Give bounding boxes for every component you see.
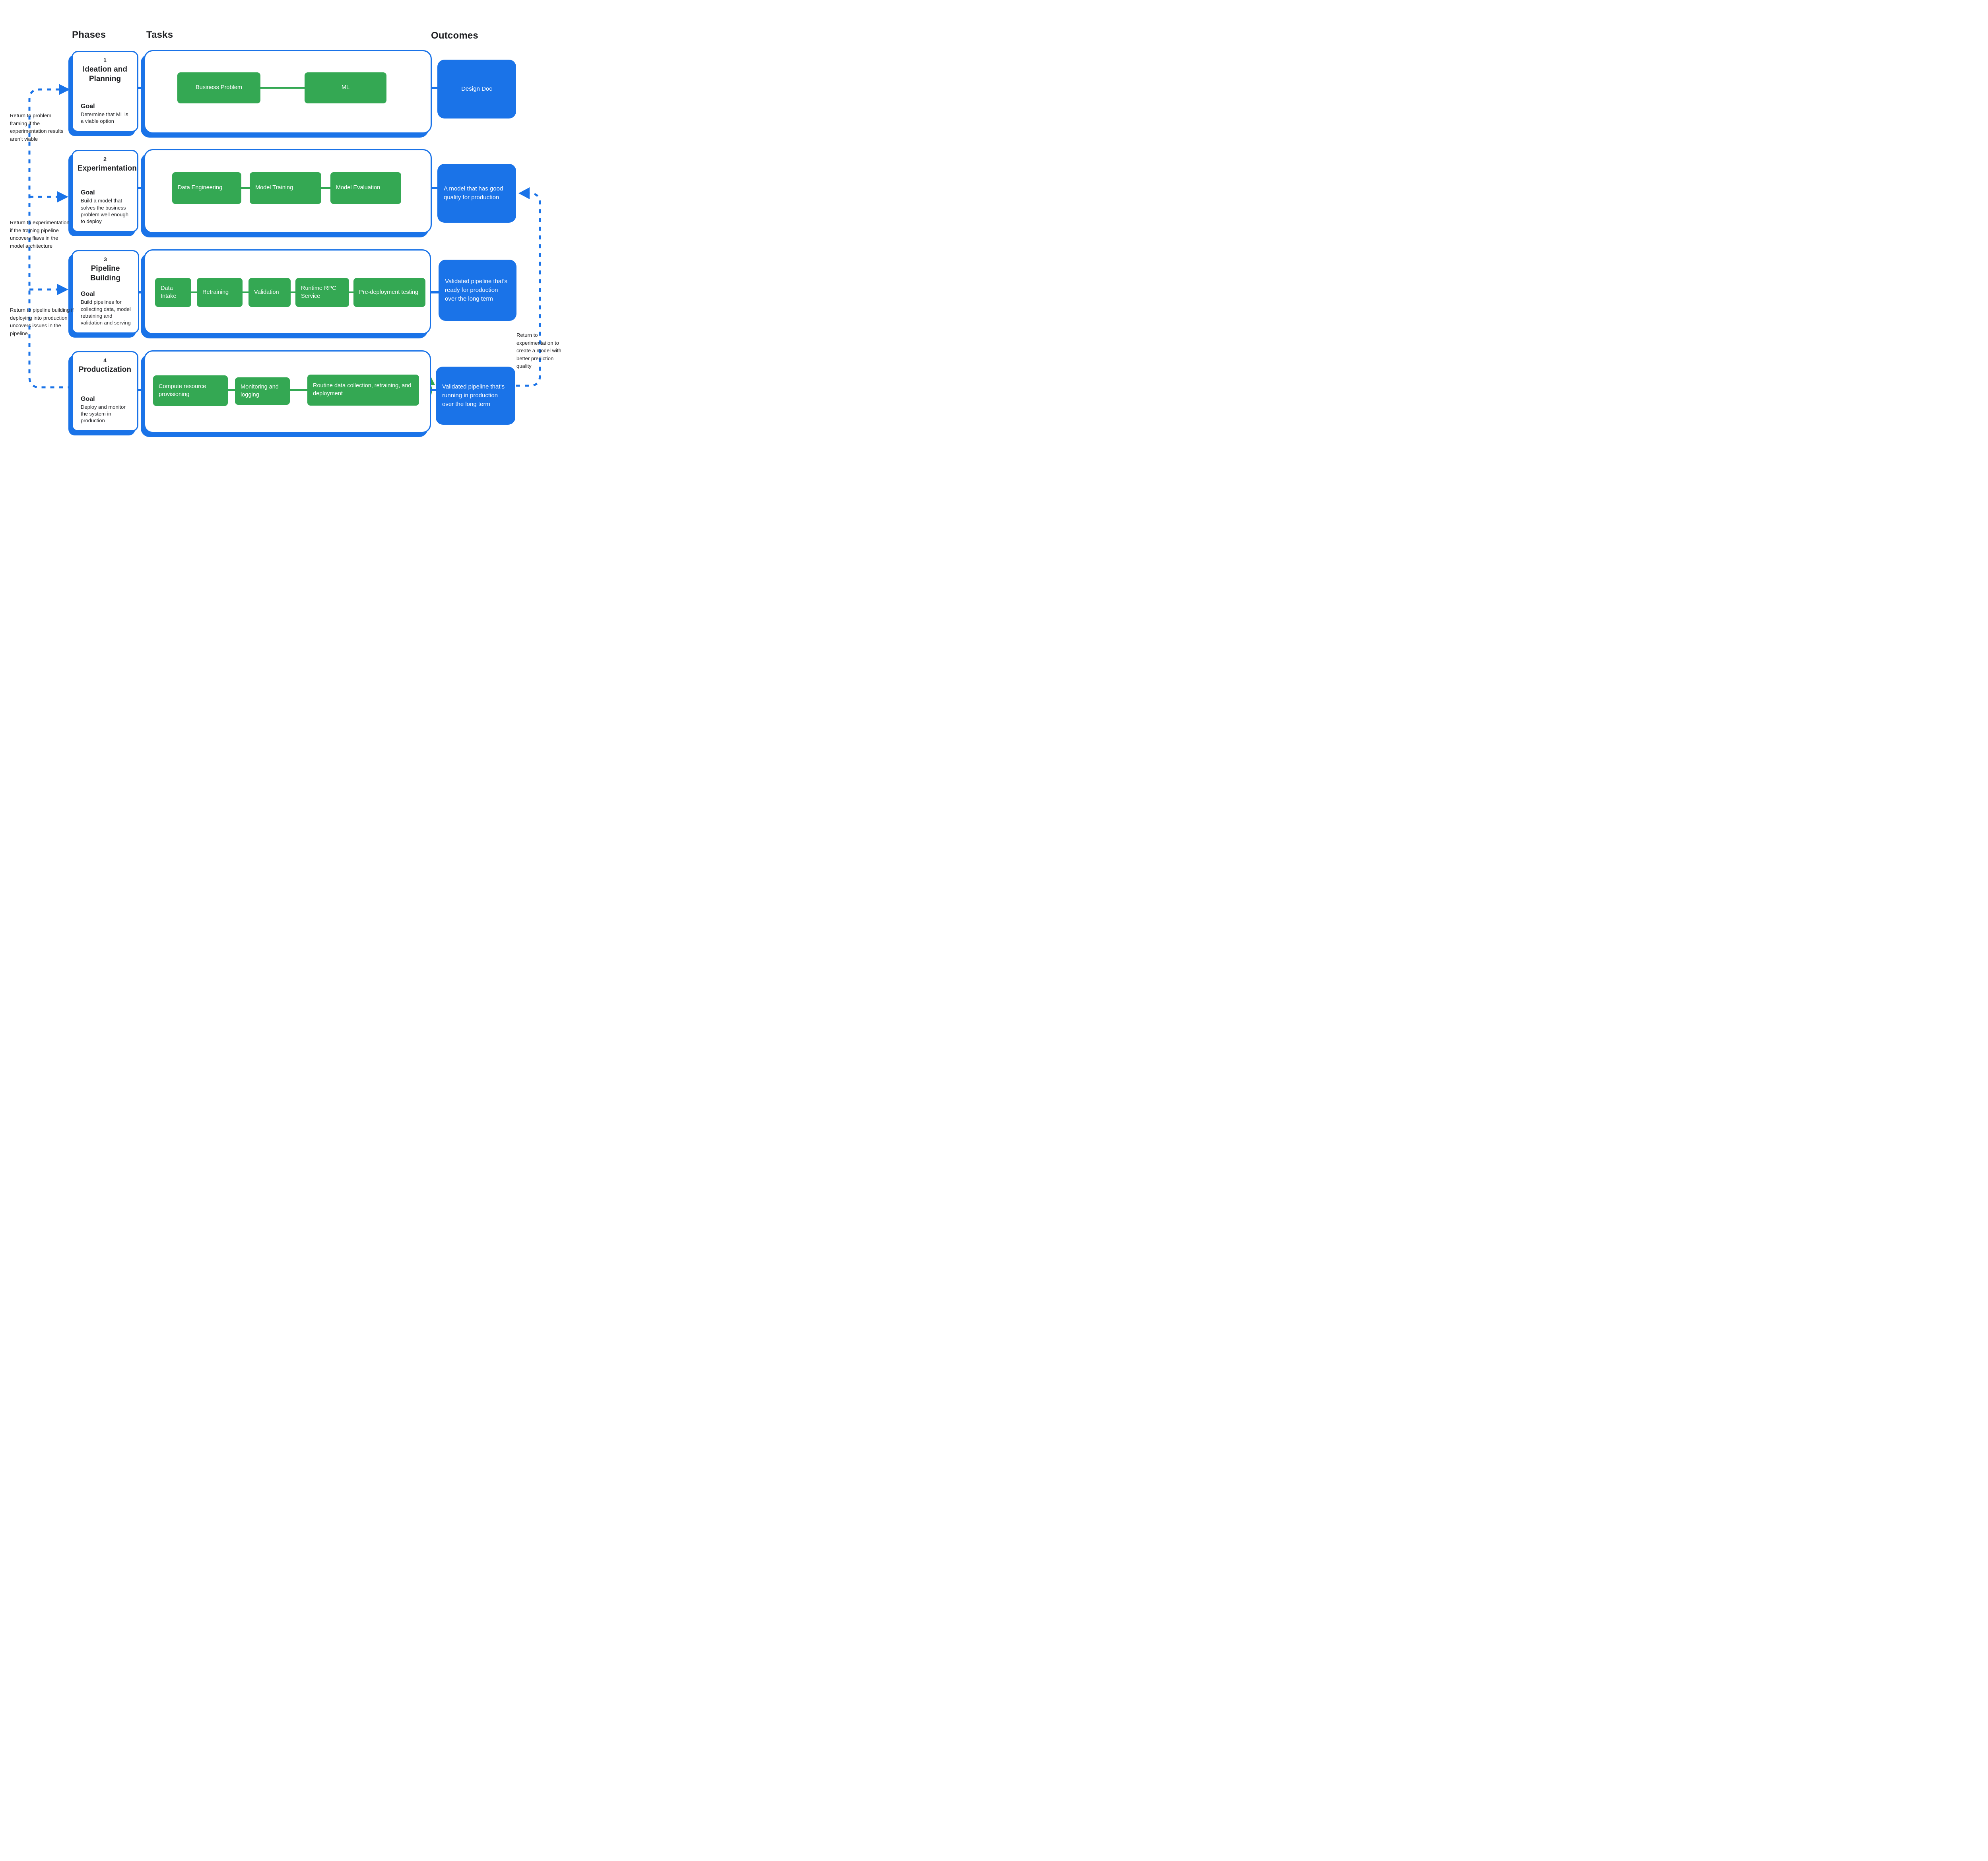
phase-card-productization: 4 Productization Goal Deploy and monitor… bbox=[72, 351, 138, 431]
task-connector bbox=[227, 389, 235, 391]
task-data-engineering: Data Engineering bbox=[172, 172, 241, 204]
task-model-training: Model Training bbox=[250, 172, 321, 204]
task-validation: Validation bbox=[248, 278, 291, 307]
goal-text: Build a model that solves the business p… bbox=[81, 198, 128, 224]
outcome-validated-pipeline-ready: Validated pipeline that’s ready for prod… bbox=[439, 260, 516, 321]
outcome-validated-pipeline-running: Validated pipeline that’s running in pro… bbox=[436, 367, 515, 425]
tasks3-outcome-connector bbox=[430, 291, 439, 293]
phase-card-pipeline: 3 Pipeline Building Goal Build pipelines… bbox=[72, 250, 139, 334]
arrow-right-icon bbox=[57, 284, 68, 295]
goal-label: Goal bbox=[81, 395, 95, 402]
arrow-right-icon bbox=[59, 84, 70, 95]
task-data-intake: Data Intake bbox=[155, 278, 191, 307]
task-routine-data-collection: Routine data collection, retraining, and… bbox=[307, 375, 419, 406]
task-connector bbox=[241, 187, 250, 189]
goal-label: Goal bbox=[81, 103, 95, 110]
phase-card-ideation: 1 Ideation and Planning Goal Determine t… bbox=[72, 51, 138, 132]
phase-title: Experimentation bbox=[78, 164, 137, 173]
goal-label: Goal bbox=[81, 291, 95, 298]
task-compute-resource-provisioning: Compute resource provisioning bbox=[153, 375, 228, 406]
task-business-problem: Business Problem bbox=[177, 72, 260, 103]
task-retraining: Retraining bbox=[197, 278, 243, 307]
outcome-model-quality: A model that has good quality for produc… bbox=[437, 164, 516, 223]
task-connector bbox=[290, 389, 307, 391]
task-pre-deployment-testing: Pre-deployment testing bbox=[353, 278, 425, 307]
mlops-lifecycle-diagram: Phases Tasks Outcomes 1 Ideation and Pla… bbox=[0, 0, 564, 465]
task-connector bbox=[260, 87, 305, 89]
phase4-tasks-connector bbox=[138, 389, 145, 391]
note-return-to-problem-framing: Return to problem framing if the experim… bbox=[10, 113, 64, 142]
task-monitoring-and-logging: Monitoring and logging bbox=[235, 377, 290, 405]
tasks-column-header: Tasks bbox=[146, 29, 173, 40]
phase-goal: Goal Deploy and monitor the system in pr… bbox=[78, 396, 132, 424]
goal-label: Goal bbox=[81, 189, 95, 196]
task-model-evaluation: Model Evaluation bbox=[330, 172, 401, 204]
phase3-tasks-connector bbox=[138, 291, 145, 293]
task-connector bbox=[290, 291, 296, 293]
phase1-tasks-connector bbox=[138, 87, 145, 89]
phase-number: 2 bbox=[103, 156, 107, 162]
phase-card-experimentation: 2 Experimentation Goal Build a model tha… bbox=[72, 150, 138, 232]
phase-title: Productization bbox=[79, 365, 131, 374]
phase-goal: Goal Build a model that solves the busin… bbox=[78, 189, 132, 225]
outcomes-column-header: Outcomes bbox=[431, 30, 478, 41]
goal-text: Determine that ML is a viable option bbox=[81, 111, 128, 124]
arrow-left-icon bbox=[518, 187, 530, 199]
note-return-to-pipeline-building: Return to pipeline building if deploying… bbox=[10, 307, 74, 336]
task-runtime-rpc-service: Runtime RPC Service bbox=[295, 278, 349, 307]
phase-goal: Goal Build pipelines for collecting data… bbox=[78, 291, 133, 326]
goal-text: Build pipelines for collecting data, mod… bbox=[81, 299, 131, 326]
phase-title: Ideation and Planning bbox=[83, 65, 127, 83]
tasks4-outcome-connector bbox=[430, 389, 437, 391]
tasks2-outcome-connector bbox=[431, 187, 438, 189]
goal-text: Deploy and monitor the system in product… bbox=[81, 404, 126, 423]
outcome-design-doc: Design Doc bbox=[437, 60, 516, 118]
phase-goal: Goal Determine that ML is a viable optio… bbox=[78, 103, 132, 124]
task-ml: ML bbox=[305, 72, 386, 103]
phase-number: 1 bbox=[103, 57, 107, 63]
phase2-tasks-connector bbox=[138, 187, 145, 189]
phase-number: 4 bbox=[103, 357, 107, 363]
phase-title: Pipeline Building bbox=[90, 264, 120, 282]
phases-column-header: Phases bbox=[72, 29, 106, 40]
phase-number: 3 bbox=[104, 256, 107, 262]
task-connector bbox=[242, 291, 249, 293]
task-connector bbox=[348, 291, 354, 293]
note-return-to-experimentation-quality: Return to experimentation to create a mo… bbox=[516, 332, 561, 369]
task-connector bbox=[320, 187, 331, 189]
arrow-right-icon bbox=[57, 191, 68, 202]
tasks1-outcome-connector bbox=[431, 87, 438, 89]
note-return-to-experimentation: Return to experimentation if the trainin… bbox=[10, 220, 70, 249]
task-connector bbox=[190, 291, 198, 293]
